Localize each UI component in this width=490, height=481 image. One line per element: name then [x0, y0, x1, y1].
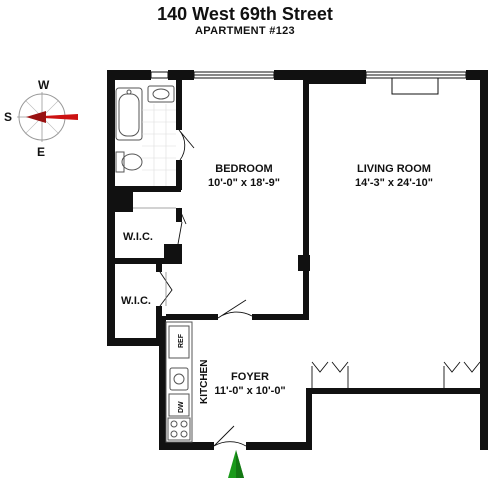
toilet-icon [121, 153, 143, 171]
tub-faucet-icon [126, 89, 132, 95]
kitchen-name: KITCHEN [199, 360, 210, 404]
wic-lower-door [159, 271, 173, 307]
foyer-name: FOYER [231, 371, 269, 383]
burner-icon [180, 430, 188, 438]
windows [150, 71, 467, 95]
wic-lower-name: W.I.C. [121, 295, 151, 307]
burner-icon [180, 420, 188, 428]
compass-top-label: W [38, 78, 50, 92]
dishwasher [168, 393, 190, 417]
ref-label: REF [178, 333, 185, 348]
bedroom-name: BEDROOM [215, 163, 272, 175]
bedroom-door [217, 299, 253, 319]
entry-door [213, 425, 247, 447]
kitchen [165, 321, 193, 443]
doors [159, 129, 481, 447]
sink [147, 85, 175, 103]
wic-upper-name: W.I.C. [123, 231, 153, 243]
compass-left-label: S [4, 110, 12, 124]
bedroom-size: 10'-0" x 18'-9" [208, 177, 280, 189]
burner-icon [170, 420, 178, 428]
compass: W S E [4, 78, 78, 159]
living-closet-door-left [311, 361, 349, 388]
toilet-tank [115, 151, 125, 173]
kitchen-sink [169, 367, 189, 391]
living-closet-door-right [443, 361, 481, 388]
dw-label: DW [178, 401, 185, 413]
bath-door [178, 129, 195, 161]
stove [167, 417, 191, 441]
living-room-name: LIVING ROOM [357, 163, 431, 175]
walls [107, 70, 488, 450]
bathroom [115, 85, 176, 186]
foyer-size: 11'-0" x 10'-0" [214, 385, 285, 397]
wic-upper-door [177, 207, 187, 245]
compass-needle [26, 114, 78, 120]
refrigerator [168, 325, 190, 359]
compass-bottom-label: E [37, 145, 45, 159]
apartment-number: APARTMENT #123 [195, 25, 295, 37]
living-room-size: 14'-3" x 24'-10" [355, 177, 433, 189]
burner-icon [170, 430, 178, 438]
bathtub [115, 87, 143, 141]
page-title: 140 West 69th Street [157, 4, 333, 24]
